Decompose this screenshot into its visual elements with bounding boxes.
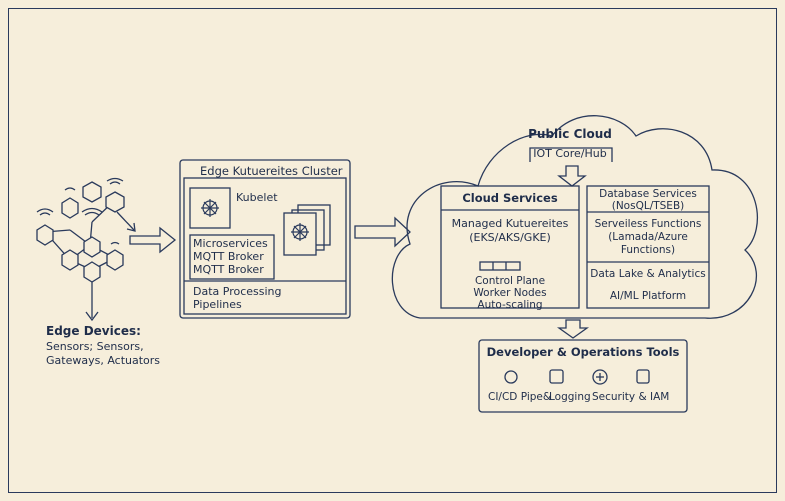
edge-devices-line1: Sensors; Sensors, <box>46 340 144 353</box>
cloud-service-item: Control Plane <box>474 275 546 287</box>
dev-tool-item: Logging <box>549 391 591 403</box>
cloud-services-title: Cloud Services <box>462 191 558 205</box>
edge-devices-line2: Gateways, Actuators <box>46 354 161 367</box>
dev-tool-item: Security & IAM <box>592 391 670 403</box>
kubernetes-wheel-icon <box>201 199 309 241</box>
ai-ml-label: AI/ML Platform <box>609 290 687 302</box>
dev-tool-item: CI/CD Pipe& <box>488 391 552 403</box>
edge-cluster-title: Edge Kutuereites Cluster <box>200 164 343 178</box>
edge-service-item: MQTT Broker <box>193 263 264 276</box>
serverless-line1: Serveiless Functions <box>594 218 702 230</box>
cloud-service-item: Worker Nodes <box>473 287 547 299</box>
edge-service-item: MQTT Broker <box>193 250 264 263</box>
managed-k8s-line1: Managed Kutuereites <box>451 217 569 230</box>
edge-service-item: Microservices <box>193 237 268 250</box>
pipeline-line2: Pipelines <box>193 298 242 311</box>
cloud-service-item: Auto-scaling <box>477 299 543 311</box>
serverless-line3: Functions) <box>620 244 676 256</box>
public-cloud-title: Public Cloud <box>528 127 612 141</box>
dev-tools-title: Developer & Operations Tools <box>486 345 680 359</box>
cloud-shape <box>391 115 758 319</box>
managed-k8s-line2: (EKS/AKS/GKE) <box>469 231 551 244</box>
edge-devices-title: Edge Devices: <box>46 324 141 338</box>
edge-device-nodes <box>36 181 125 283</box>
database-services-line1: Database Services <box>599 188 697 200</box>
serverless-line2: (Lamada/Azure <box>608 231 688 243</box>
data-lake-label: Data Lake & Analytics <box>590 268 706 280</box>
iot-core-label: IOT Core/Hub <box>533 147 607 160</box>
database-services-line2: (NosQL/TSEB) <box>611 200 685 212</box>
pipeline-line1: Data Processing <box>193 285 282 298</box>
kubelet-label: Kubelet <box>236 191 278 204</box>
